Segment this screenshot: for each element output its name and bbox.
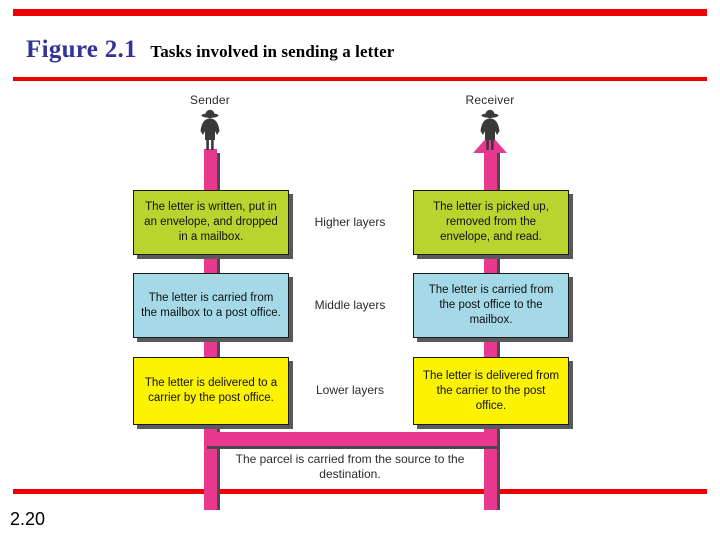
figure-caption: Tasks involved in sending a letter [150,42,395,61]
receiver-endpoint: Receiver [445,93,535,153]
page-title: Figure 2.1 Tasks involved in sending a l… [26,36,394,64]
header-red-rule [13,77,707,81]
layer-box-text: The letter is delivered from the carrier… [422,369,560,412]
bottom-connector-bar-shadow [207,446,500,449]
layer-box-sender-middle: The letter is carried from the mailbox t… [133,273,289,338]
layer-box-text: The letter is written, put in an envelop… [144,201,278,243]
up-arrow-icon [473,134,507,153]
layer-box-receiver-middle: The letter is carried from the post offi… [413,273,569,338]
layer-box-text: The letter is carried from the mailbox t… [141,291,281,319]
person-icon [200,109,220,150]
receiver-label: Receiver [465,93,515,107]
top-red-rule [13,9,707,16]
layer-name-lower: Lower layers [315,383,385,397]
layer-box-sender-higher: The letter is written, put in an envelop… [133,190,289,255]
parcel-caption: The parcel is carried from the source to… [235,452,465,481]
footer-red-rule [13,489,707,494]
figure-diagram: Sender Receiver The letter is written, p… [0,85,720,510]
sender-endpoint: Sender [165,93,255,153]
person-icon [480,109,500,150]
layer-name-higher: Higher layers [314,215,386,229]
figure-label: Figure 2.1 [26,36,137,63]
sender-label: Sender [190,93,230,107]
layer-box-receiver-higher: The letter is picked up, removed from th… [413,190,569,255]
layer-box-sender-lower: The letter is delivered to a carrier by … [133,357,289,425]
bottom-connector-bar [204,432,497,446]
layer-box-receiver-lower: The letter is delivered from the carrier… [413,357,569,425]
layer-box-text: The letter is carried from the post offi… [428,284,554,326]
slide-number: 2.20 [10,509,46,529]
layer-name-middle: Middle layers [314,298,386,312]
layer-box-text: The letter is picked up, removed from th… [433,201,549,243]
layer-box-text: The letter is delivered to a carrier by … [144,377,278,404]
